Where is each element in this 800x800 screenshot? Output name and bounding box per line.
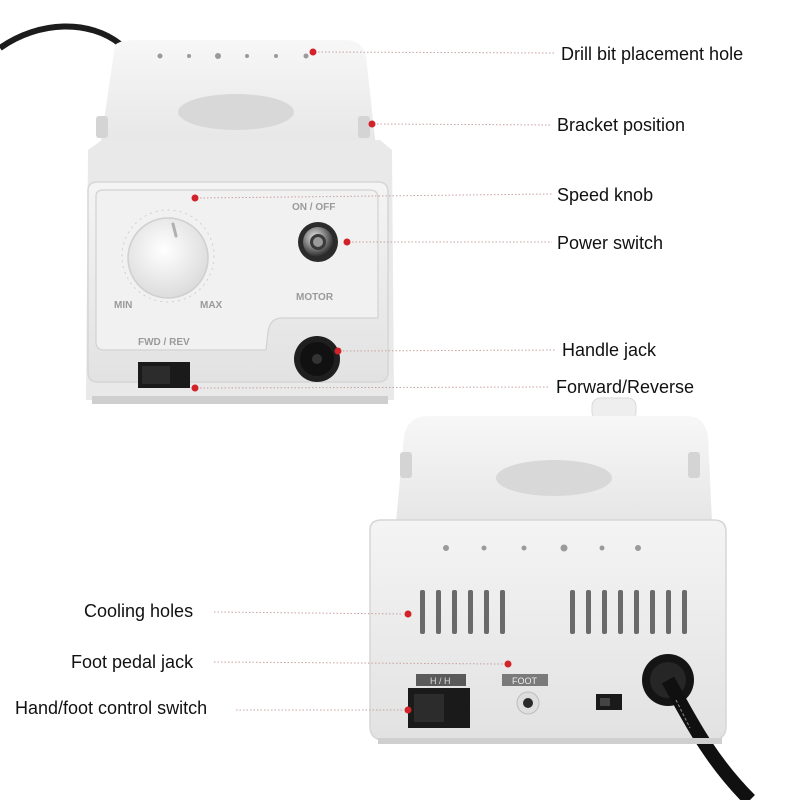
foot-pedal-jack[interactable] (516, 691, 540, 715)
top-surface (100, 40, 376, 148)
rear-unit: H / H FOOT (369, 397, 755, 800)
callout-speed-knob: Speed knob (557, 185, 654, 205)
callout-bracket-position: Bracket position (557, 115, 686, 135)
label-fwd-rev: FWD / REV (138, 337, 190, 348)
label-max: MAX (200, 300, 223, 311)
handle-jack[interactable] (294, 336, 340, 382)
rear-holes (443, 544, 641, 552)
front-unit: MIN MAX ON / OFF MOTOR FWD / REV (0, 23, 394, 404)
callout-drill-bit-hole: Drill bit placement hole (561, 44, 744, 64)
label-on-off: ON / OFF (292, 202, 335, 213)
callout-foot-pedal-jack: Foot pedal jack (71, 652, 194, 672)
leader-lines (199, 51, 557, 711)
markers-front (191, 48, 376, 392)
power-cord (0, 23, 122, 51)
callout-handle-jack: Handle jack (562, 340, 657, 360)
label-foot: FOOT (512, 676, 537, 686)
power-switch-button[interactable] (298, 222, 338, 262)
top-oval-recess (178, 94, 294, 130)
rear-top-oval (496, 460, 612, 496)
callout-power-switch: Power switch (557, 233, 664, 253)
cooling-vents-left (420, 590, 505, 634)
callout-hand-foot-switch: Hand/foot control switch (15, 698, 208, 718)
callout-forward-reverse: Forward/Reverse (556, 377, 695, 397)
speed-knob[interactable] (121, 209, 215, 303)
callout-cooling-holes: Cooling holes (84, 601, 194, 621)
hand-foot-label-plate (416, 674, 466, 686)
label-min: MIN (114, 300, 132, 311)
cooling-vents-right (570, 590, 687, 634)
drill-bit-holes (157, 53, 309, 59)
bracket-right (358, 116, 370, 138)
bracket-left (96, 116, 108, 138)
foot-label-plate (502, 674, 548, 686)
label-motor: MOTOR (296, 292, 334, 303)
markers-rear (404, 610, 512, 714)
label-hand-foot: H / H (430, 676, 451, 686)
